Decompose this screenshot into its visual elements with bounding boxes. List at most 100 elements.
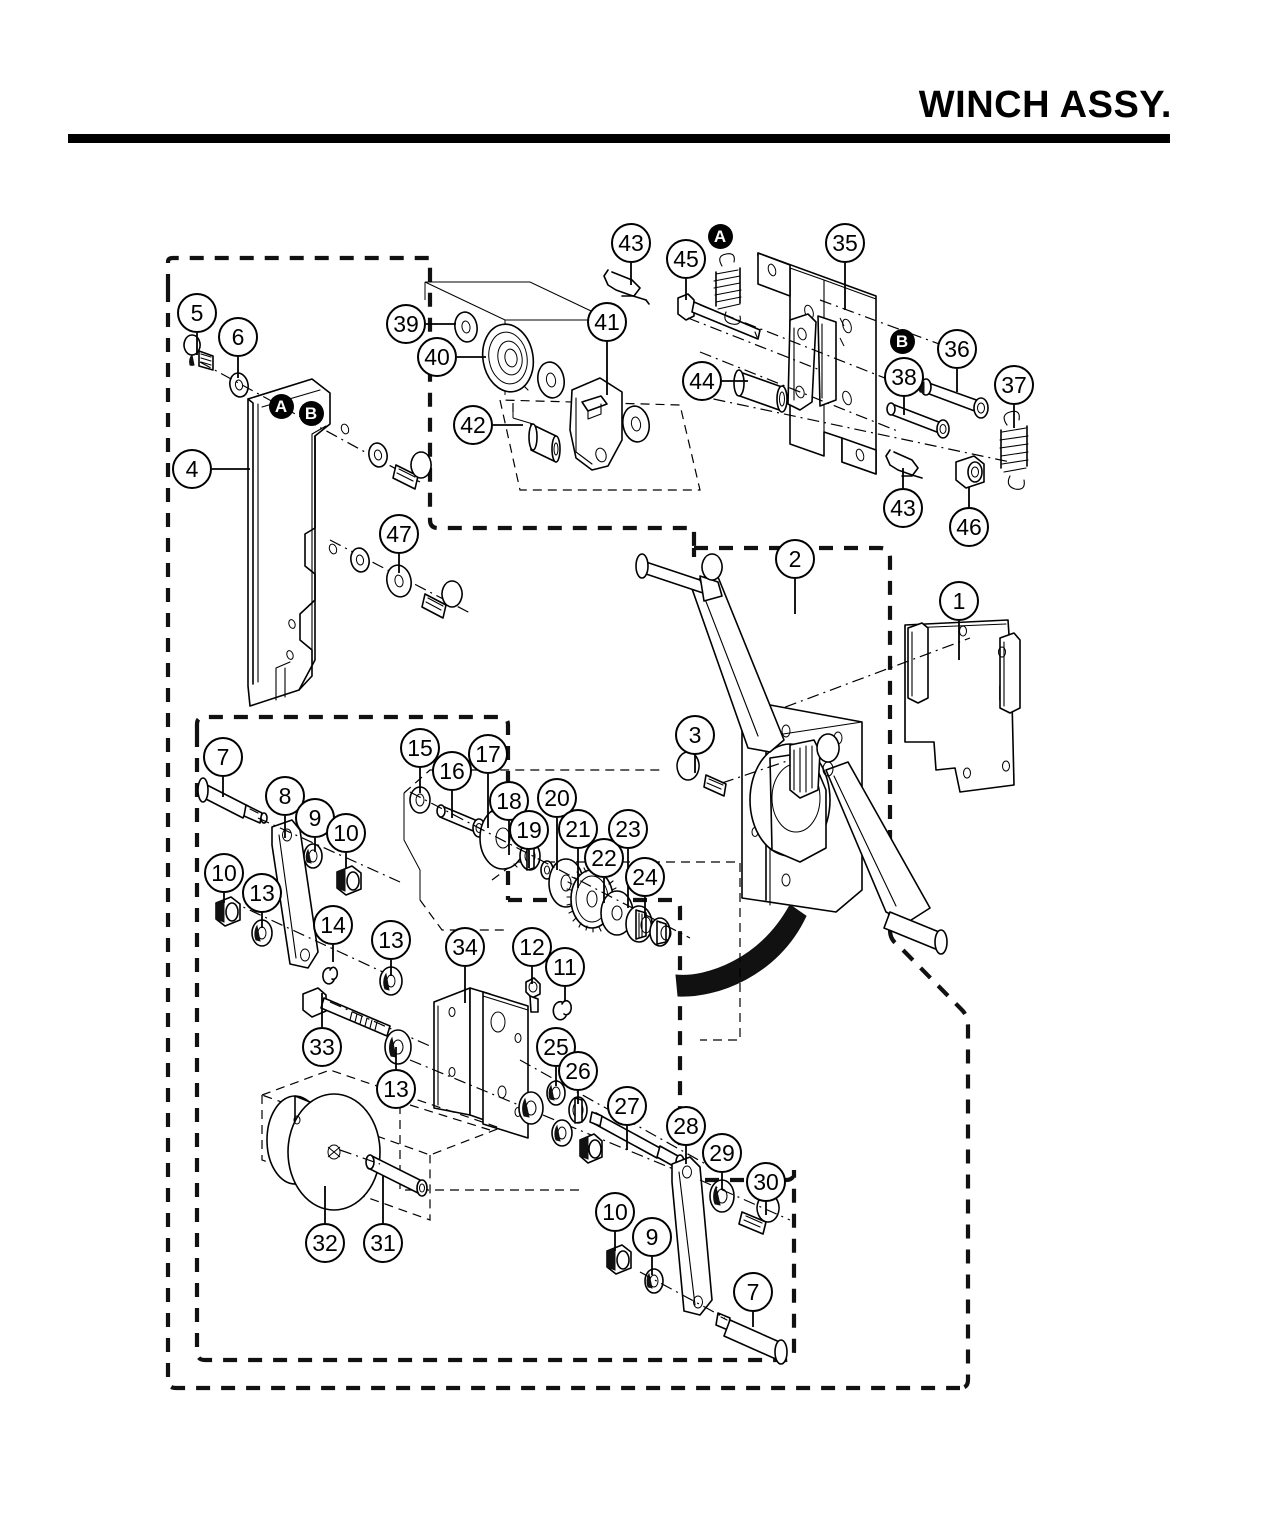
callout-balloon-43[interactable]: 43 xyxy=(611,223,651,263)
part-10-nut-left-upper xyxy=(336,865,362,896)
part-7-handle-lower-right xyxy=(639,1271,788,1365)
callout-balloon-26[interactable]: 26 xyxy=(558,1051,598,1091)
section-marker-a-shield-upper: A xyxy=(268,393,294,419)
callout-balloon-35[interactable]: 35 xyxy=(825,223,865,263)
callout-balloon-45[interactable]: 45 xyxy=(666,239,706,279)
callout-balloon-4[interactable]: 4 xyxy=(172,449,212,489)
callout-balloon-11[interactable]: 11 xyxy=(545,947,585,987)
callout-balloon-16[interactable]: 16 xyxy=(432,751,472,791)
callout-balloon-29[interactable]: 29 xyxy=(702,1133,742,1173)
callout-balloon-27[interactable]: 27 xyxy=(607,1086,647,1126)
part-37-spring xyxy=(999,410,1029,490)
section-marker-a-bracket-upper: A xyxy=(707,223,733,249)
callout-balloon-33[interactable]: 33 xyxy=(302,1027,342,1067)
alignment-axes-upper xyxy=(687,299,1011,463)
part-43-clip-top xyxy=(603,269,650,305)
part-34-bracket xyxy=(399,987,701,1191)
group-boundary-bracket xyxy=(694,545,893,705)
callout-balloon-9[interactable]: 9 xyxy=(632,1217,672,1257)
callout-balloon-7[interactable]: 7 xyxy=(733,1272,773,1312)
callout-balloon-2[interactable]: 2 xyxy=(775,539,815,579)
part-4-shield xyxy=(247,378,350,707)
spring-upper-A xyxy=(713,253,742,325)
callout-balloon-39[interactable]: 39 xyxy=(386,304,426,344)
callout-balloon-17[interactable]: 17 xyxy=(468,734,508,774)
part-35-bracket-plate xyxy=(757,252,877,475)
callout-balloon-24[interactable]: 24 xyxy=(625,857,665,897)
page-title: WINCH ASSY. xyxy=(918,84,1172,126)
callout-balloon-14[interactable]: 14 xyxy=(313,905,353,945)
group-boundary-gear xyxy=(194,714,797,1363)
section-marker-b-shield-upper: B xyxy=(298,400,324,426)
gear-axis xyxy=(409,791,691,939)
callout-balloon-44[interactable]: 44 xyxy=(682,361,722,401)
washer-stack-27 xyxy=(518,1091,603,1164)
callout-balloon-20[interactable]: 20 xyxy=(537,778,577,818)
part-40-pulley xyxy=(481,323,535,393)
washer-pulley-right xyxy=(537,361,565,399)
callout-balloon-13[interactable]: 13 xyxy=(242,873,282,913)
callout-balloon-46[interactable]: 46 xyxy=(949,507,989,547)
header-rule xyxy=(68,134,1170,143)
callout-balloon-40[interactable]: 40 xyxy=(417,337,457,377)
callout-balloon-37[interactable]: 37 xyxy=(994,365,1034,405)
callout-balloon-3[interactable]: 3 xyxy=(675,715,715,755)
part-13-washer-c xyxy=(384,1029,412,1065)
callout-balloon-36[interactable]: 36 xyxy=(937,329,977,369)
part-1-mount-plate xyxy=(739,619,1021,793)
washer-bolt-right-upper xyxy=(368,442,432,490)
part-5-bolt xyxy=(183,334,214,371)
callout-balloon-23[interactable]: 23 xyxy=(608,809,648,849)
part-32-reel xyxy=(260,1069,502,1221)
part-10-nut-left-lower xyxy=(215,896,241,927)
callout-balloon-6[interactable]: 6 xyxy=(218,317,258,357)
part-43-clip-lower xyxy=(885,449,923,479)
callout-balloon-38[interactable]: 38 xyxy=(884,357,924,397)
callout-balloon-15[interactable]: 15 xyxy=(400,728,440,768)
linkage-arms-upper xyxy=(787,313,845,411)
callout-balloon-10[interactable]: 10 xyxy=(326,813,366,853)
part-28-lever-arm xyxy=(671,1156,713,1316)
callout-balloon-42[interactable]: 42 xyxy=(453,405,493,445)
washer-lever-right xyxy=(622,405,650,443)
part-14-eclip xyxy=(322,966,339,985)
part-9-washer-left xyxy=(303,843,323,869)
part-12-pin xyxy=(525,977,541,1013)
group-boundary-winch xyxy=(691,548,971,1391)
callout-balloon-32[interactable]: 32 xyxy=(305,1223,345,1263)
callout-balloon-28[interactable]: 28 xyxy=(666,1106,706,1146)
part-24-collar xyxy=(649,917,672,947)
callout-balloon-13[interactable]: 13 xyxy=(376,1069,416,1109)
part-46-nut xyxy=(955,455,985,489)
part-39-washer xyxy=(454,311,478,343)
callout-balloon-30[interactable]: 30 xyxy=(746,1162,786,1202)
callout-balloon-31[interactable]: 31 xyxy=(363,1223,403,1263)
callout-balloon-10[interactable]: 10 xyxy=(204,853,244,893)
callout-balloon-1[interactable]: 1 xyxy=(939,581,979,621)
part-11-eclip xyxy=(552,999,572,1021)
callout-balloon-13[interactable]: 13 xyxy=(371,920,411,960)
part-33-bolt xyxy=(302,987,431,1047)
callout-balloon-47[interactable]: 47 xyxy=(379,514,419,554)
callout-balloon-41[interactable]: 41 xyxy=(587,302,627,342)
part-44-bushing xyxy=(733,369,788,413)
part-9-washer-lower xyxy=(644,1268,664,1294)
part-31-shaft xyxy=(339,1149,428,1197)
callout-balloon-10[interactable]: 10 xyxy=(595,1192,635,1232)
callout-balloon-5[interactable]: 5 xyxy=(177,293,217,333)
callout-balloon-12[interactable]: 12 xyxy=(512,927,552,967)
winch-cable xyxy=(675,904,807,997)
group-boundary-shield xyxy=(165,255,960,1391)
callout-balloon-19[interactable]: 19 xyxy=(509,810,549,850)
part-6-washer xyxy=(229,372,249,398)
section-marker-b-bracket-upper: B xyxy=(889,328,915,354)
callout-balloon-43[interactable]: 43 xyxy=(883,488,923,528)
part-10-nut-lower xyxy=(606,1244,632,1275)
callout-balloon-34[interactable]: 34 xyxy=(445,927,485,967)
part-36-rod xyxy=(918,378,989,419)
part-47-washer-bolt xyxy=(329,539,471,619)
callout-balloon-7[interactable]: 7 xyxy=(203,737,243,777)
